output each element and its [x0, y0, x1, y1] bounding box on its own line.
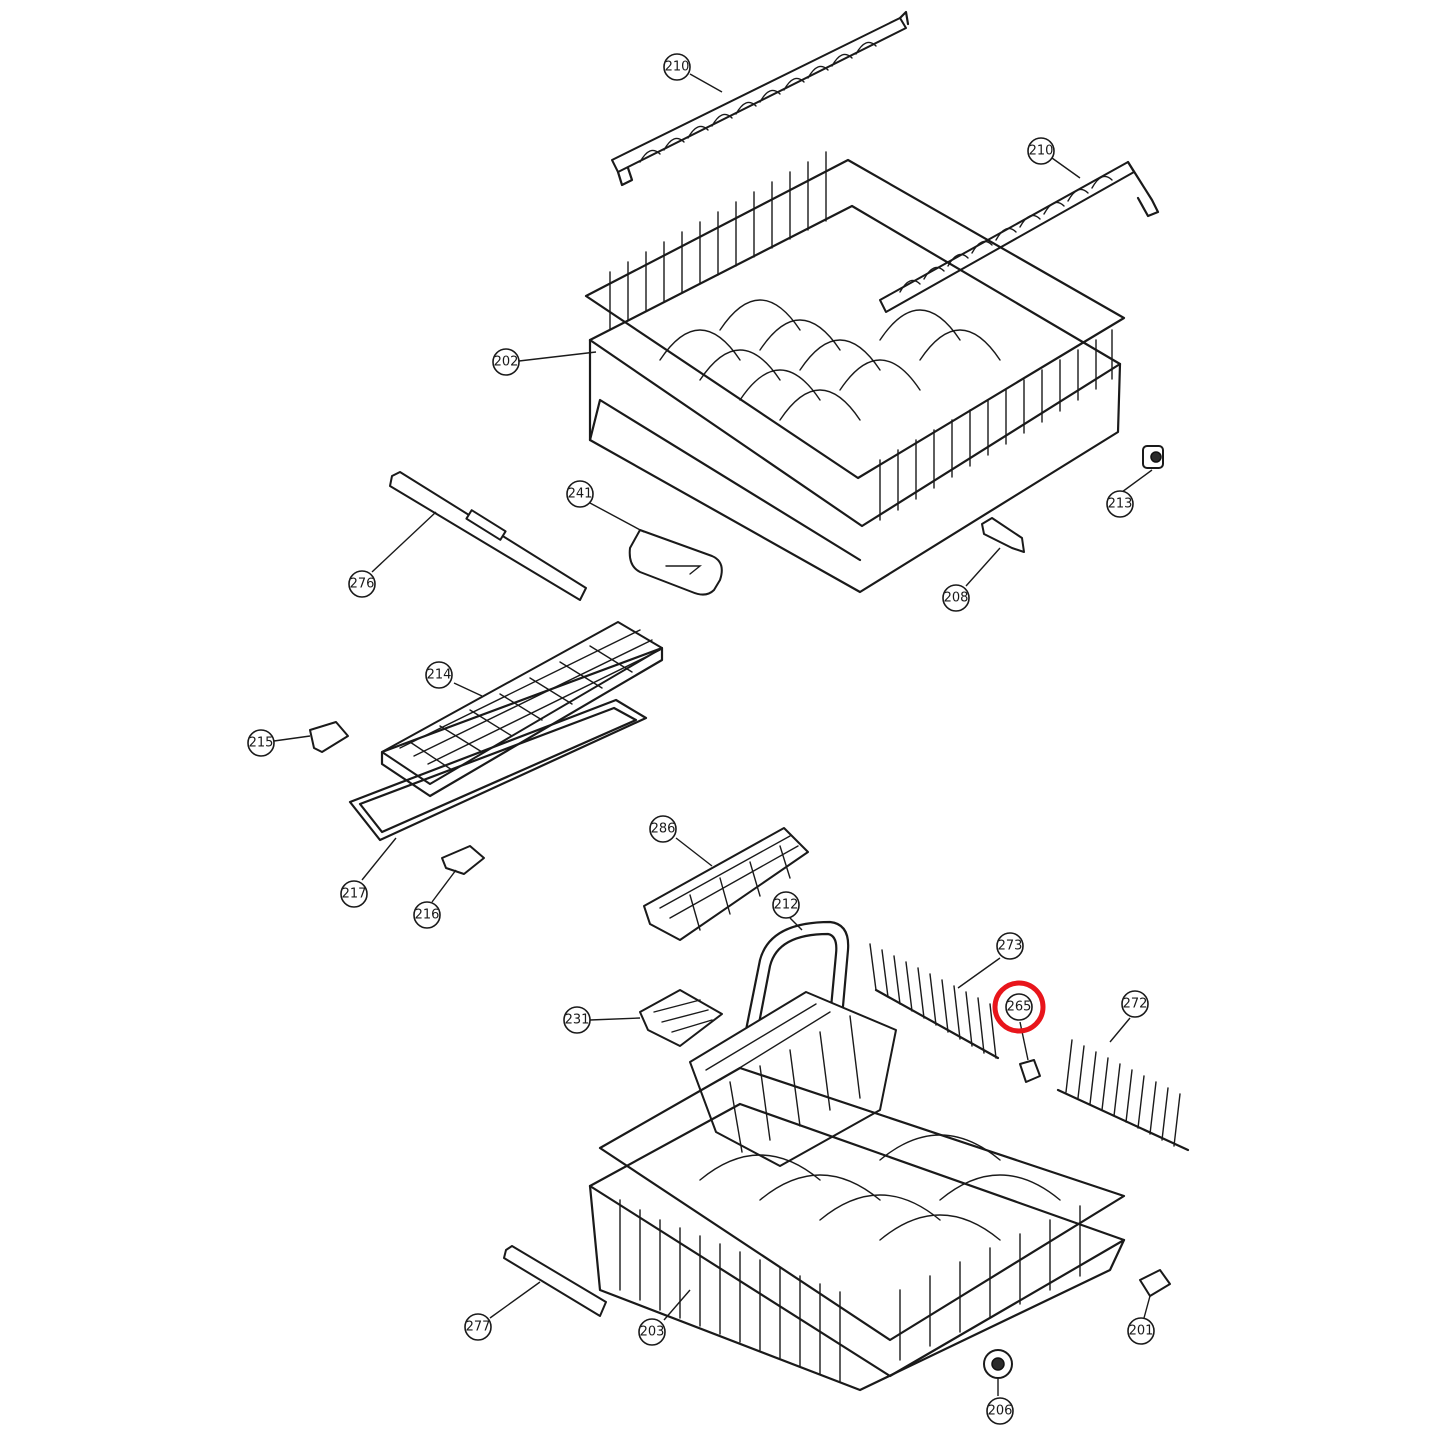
part-212-cutlery-basket [689, 917, 897, 1167]
callout-215: 215 [247, 729, 275, 757]
svg-text:272: 272 [1123, 997, 1148, 1012]
callout-213: 213 [1106, 490, 1134, 518]
svg-text:215: 215 [249, 736, 274, 751]
part-272-tine-row [1056, 1017, 1190, 1152]
part-276-rail [371, 471, 587, 601]
svg-text:208: 208 [944, 591, 969, 606]
part-241-rail-cap [589, 502, 723, 596]
part-217-rail-frame [348, 698, 648, 881]
part-206-wheel [983, 1349, 1013, 1396]
part-201-clip [1139, 1269, 1171, 1319]
svg-text:265: 265 [1007, 1000, 1032, 1015]
callout-202: 202 [492, 348, 520, 376]
callout-217: 217 [340, 880, 368, 908]
callout-272: 272 [1121, 990, 1149, 1018]
svg-text:201: 201 [1129, 1324, 1154, 1339]
svg-text:286: 286 [651, 822, 676, 837]
svg-text:213: 213 [1108, 497, 1133, 512]
part-213-clip [1121, 445, 1164, 493]
part-210-cup-shelf-left [611, 10, 910, 187]
part-215-clip [273, 721, 349, 753]
svg-text:214: 214 [427, 668, 452, 683]
callout-286: 286 [649, 815, 677, 843]
part-216-clip [431, 845, 485, 903]
callout-214: 214 [425, 661, 453, 689]
callout-273: 273 [996, 932, 1024, 960]
part-265-clip [1019, 1021, 1041, 1083]
svg-text:216: 216 [415, 908, 440, 923]
svg-text:217: 217 [342, 887, 367, 902]
svg-text:276: 276 [350, 577, 375, 592]
callout-210-left: 210 [663, 53, 723, 93]
callout-203: 203 [638, 1318, 666, 1346]
svg-text:210: 210 [1029, 144, 1054, 159]
svg-text:273: 273 [998, 939, 1023, 954]
svg-text:212: 212 [774, 898, 799, 913]
svg-text:203: 203 [640, 1325, 665, 1340]
callout-212: 212 [772, 891, 800, 919]
callout-231: 231 [563, 1006, 591, 1034]
part-210-cup-shelf-right [879, 160, 1160, 313]
part-286-rack-insert [643, 827, 809, 941]
callout-206: 206 [986, 1397, 1014, 1425]
svg-text:202: 202 [494, 355, 519, 370]
part-203-lower-basket [588, 1066, 1126, 1392]
part-273-tine-row [869, 943, 1001, 1060]
highlight-ring [992, 980, 1046, 1034]
callout-265: 265 [992, 980, 1046, 1034]
svg-text:210: 210 [665, 60, 690, 75]
callout-210-right: 210 [1027, 137, 1081, 179]
callout-277: 277 [464, 1313, 492, 1341]
part-208-bracket [965, 517, 1025, 587]
callout-276: 276 [348, 570, 376, 598]
callout-216: 216 [413, 901, 441, 929]
callout-241: 241 [566, 480, 594, 508]
part-202-upper-basket [518, 151, 1126, 594]
part-277-rail [489, 1245, 607, 1319]
callout-201: 201 [1127, 1317, 1155, 1345]
part-231-insert [589, 989, 723, 1047]
svg-text:277: 277 [466, 1320, 491, 1335]
svg-text:241: 241 [568, 487, 593, 502]
svg-text:206: 206 [988, 1404, 1013, 1419]
callout-208: 208 [942, 584, 970, 612]
svg-text:231: 231 [565, 1013, 590, 1028]
